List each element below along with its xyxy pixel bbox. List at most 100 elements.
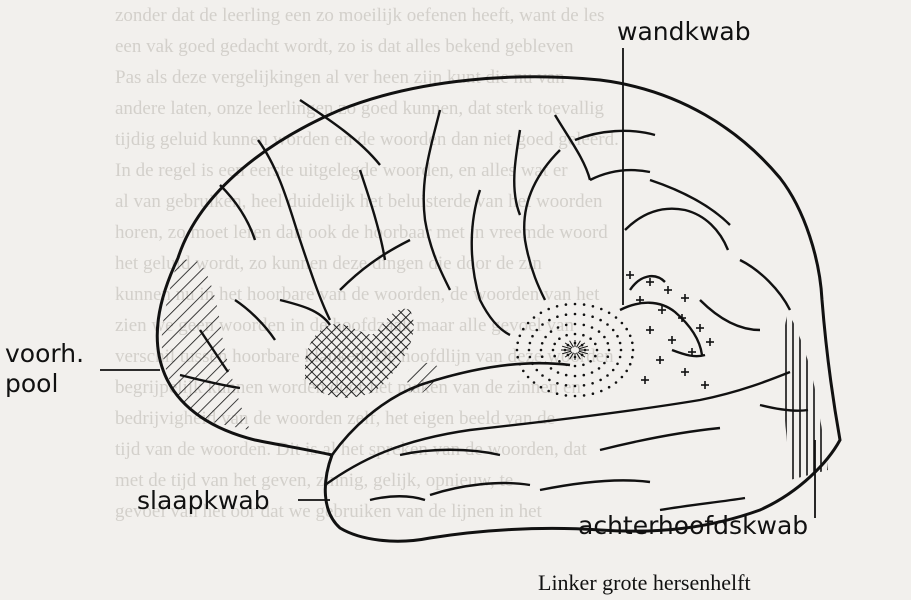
wernicke-dot	[612, 329, 615, 332]
wernicke-dot	[519, 363, 522, 366]
wernicke-dot	[550, 367, 553, 370]
wernicke-dot	[583, 384, 586, 387]
label-frontal-pole-line2: pool	[5, 370, 58, 398]
wernicke-dot	[541, 323, 544, 326]
wernicke-dot	[592, 305, 595, 308]
wernicke-dot	[516, 356, 519, 359]
wernicke-dot	[632, 349, 635, 352]
wernicke-dot	[565, 364, 568, 367]
wernicke-area	[516, 303, 635, 398]
wernicke-dot	[565, 384, 568, 387]
wernicke-dot	[527, 322, 530, 325]
wernicke-dot	[629, 363, 632, 366]
wernicke-dot	[536, 369, 539, 372]
wernicke-dot	[565, 313, 568, 316]
wernicke-dot	[592, 392, 595, 395]
wernicke-dot	[594, 343, 597, 346]
label-parietal-lobe: wandkwab	[617, 18, 751, 46]
wernicke-dot	[522, 370, 525, 373]
wernicke-dot	[606, 374, 609, 377]
wernicke-dot	[591, 382, 594, 385]
wernicke-dot	[631, 342, 634, 345]
label-temporal-lobe: slaapkwab	[137, 487, 270, 515]
wernicke-dot	[574, 375, 577, 378]
wernicke-dot	[553, 355, 556, 358]
wernicke-dot	[557, 326, 560, 329]
wernicke-dot	[600, 390, 603, 393]
wernicke-dot	[565, 303, 568, 306]
wernicke-dot	[631, 356, 634, 359]
wernicke-dot	[527, 376, 530, 379]
plus-marker	[664, 286, 672, 294]
wernicke-dot	[608, 386, 611, 389]
wernicke-dot	[541, 374, 544, 377]
wernicke-dot	[536, 329, 539, 332]
brain-outline	[157, 77, 840, 541]
plus-marker	[656, 356, 664, 364]
label-frontal-pole-line1: voorh.	[5, 340, 84, 368]
plus-marker	[701, 381, 709, 389]
wernicke-dot	[522, 328, 525, 331]
angular-gyrus-markers	[626, 271, 714, 389]
wernicke-dot	[574, 313, 577, 316]
wernicke-dot	[528, 349, 531, 352]
wernicke-dot	[540, 312, 543, 315]
wernicke-dot	[556, 305, 559, 308]
wernicke-dot	[608, 312, 611, 315]
wernicke-dot	[583, 313, 586, 316]
wernicke-dot	[619, 356, 622, 359]
wernicke-dot	[556, 382, 559, 385]
wernicke-dot	[519, 335, 522, 338]
wernicke-dot	[531, 363, 534, 366]
wernicke-dot	[594, 355, 597, 358]
wernicke-dot	[600, 308, 603, 311]
wernicke-dot	[516, 342, 519, 345]
wernicke-dot	[565, 374, 568, 377]
wernicke-dot	[615, 316, 618, 319]
broca-small-hatch	[407, 363, 440, 396]
wernicke-dot	[583, 374, 586, 377]
wernicke-dot	[620, 349, 623, 352]
figure-caption: Linker grote hersenhelft	[538, 570, 751, 596]
wernicke-dot	[556, 392, 559, 395]
wernicke-dot	[599, 319, 602, 322]
wernicke-dot	[608, 349, 611, 352]
wernicke-dot	[598, 330, 601, 333]
wernicke-dot	[596, 349, 599, 352]
wernicke-dot	[574, 323, 577, 326]
plus-marker	[681, 294, 689, 302]
wernicke-dot	[603, 336, 606, 339]
plus-marker	[668, 336, 676, 344]
wernicke-dot	[547, 308, 550, 311]
wernicke-dot	[591, 371, 594, 374]
wernicke-dot	[531, 335, 534, 338]
wernicke-dot	[583, 303, 586, 306]
wernicke-dot	[544, 362, 547, 365]
wernicke-dot	[558, 360, 561, 363]
wernicke-dot	[529, 356, 532, 359]
wernicke-dot	[591, 315, 594, 318]
wernicke-dot	[599, 379, 602, 382]
wernicke-dot	[619, 342, 622, 345]
wernicke-dot	[607, 355, 610, 358]
wernicke-dot	[574, 333, 577, 336]
occipital-area	[781, 312, 828, 480]
wernicke-dot	[625, 328, 628, 331]
wernicke-dot	[565, 324, 568, 327]
wernicke-dot	[629, 335, 632, 338]
plus-marker	[646, 278, 654, 286]
label-occipital-lobe: achterhoofdskwab	[578, 512, 808, 540]
wernicke-dot	[541, 342, 544, 345]
broca-area	[305, 309, 414, 398]
wernicke-dot	[550, 330, 553, 333]
wernicke-dot	[533, 316, 536, 319]
wernicke-dot	[565, 334, 568, 337]
plus-marker	[646, 326, 654, 334]
wernicke-dot	[603, 362, 606, 365]
temporal-lobe-upper-edge	[325, 372, 790, 485]
wernicke-dot	[616, 363, 619, 366]
plus-marker	[706, 338, 714, 346]
wernicke-dot	[616, 335, 619, 338]
wernicke-dot	[589, 360, 592, 363]
wernicke-dot	[574, 395, 577, 398]
